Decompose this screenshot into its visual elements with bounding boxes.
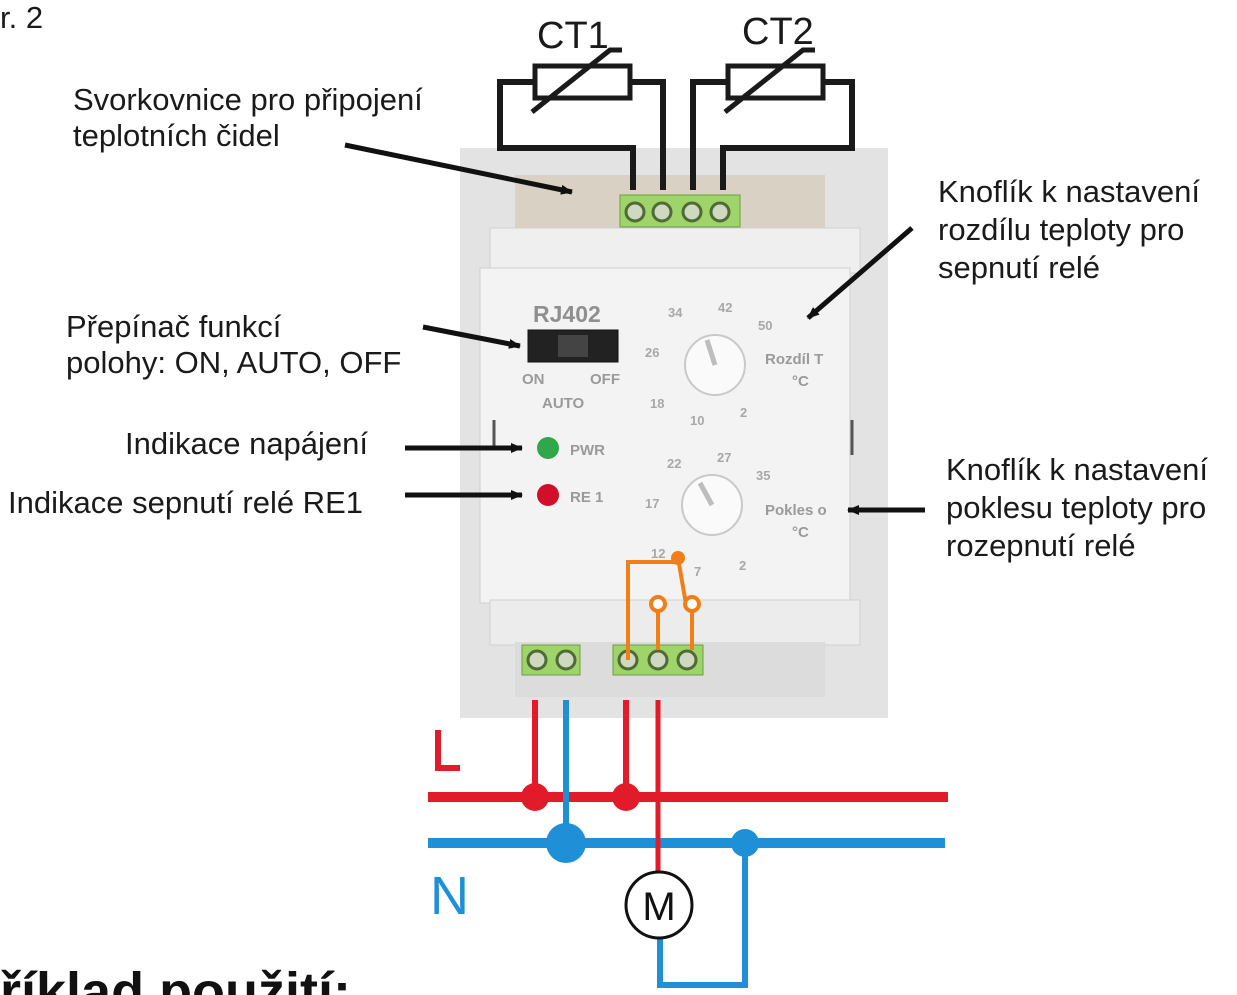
ct1-thermistor xyxy=(530,47,633,114)
callout-arrow xyxy=(422,324,521,349)
neutral-label: N xyxy=(430,866,469,926)
callout-text: polohy: ON, AUTO, OFF xyxy=(66,345,401,380)
figure-label: r. 2 xyxy=(0,0,43,35)
callout-text: Knoflík k nastavení xyxy=(946,452,1208,487)
relay-common-wire xyxy=(626,560,675,660)
pwr-led xyxy=(537,437,559,459)
terminal-screw xyxy=(526,649,548,671)
re1-led xyxy=(537,484,559,506)
drop-knob-tick: 12 xyxy=(651,546,665,561)
diff-knob-tick: 34 xyxy=(668,305,683,320)
ct1-label: CT1 xyxy=(537,15,609,57)
diff-knob[interactable] xyxy=(684,334,746,396)
diff-knob-tick: 26 xyxy=(645,345,659,360)
device-top-step xyxy=(489,227,861,274)
ct2-wire-a xyxy=(690,79,728,190)
callout-power-indicator: Indikace napájení xyxy=(125,426,523,461)
relay-no-contact xyxy=(683,595,701,613)
callout-drop-knob: Knoflík k nastavení poklesu teploty pro … xyxy=(847,452,1208,563)
diff-knob-label: Rozdíl T xyxy=(765,351,823,368)
ct1-slash xyxy=(530,47,622,114)
terminal-screw xyxy=(676,649,698,671)
switch-label-on: ON xyxy=(522,371,545,388)
line-label-glyph xyxy=(435,730,460,771)
callout-text: Knoflík k nastavení xyxy=(938,174,1200,209)
sensor-wiring xyxy=(497,79,855,190)
terminal-screw xyxy=(624,201,646,223)
drop-knob-tick: 27 xyxy=(717,450,731,465)
diff-knob-tick: 18 xyxy=(650,396,664,411)
callout-arrow xyxy=(806,226,914,320)
drop-knob-tick: 2 xyxy=(739,558,746,573)
diff-knob-unit: °C xyxy=(792,373,809,390)
drop-knob-tick: 22 xyxy=(667,456,681,471)
callout-text: sepnutí relé xyxy=(938,250,1100,285)
ct2-slash xyxy=(723,47,815,114)
mains-wiring: L N M xyxy=(428,700,948,988)
drop-knob-label: Pokles o xyxy=(765,502,827,519)
callout-text: Přepínač funkcí xyxy=(66,309,282,344)
diff-knob-tick: 10 xyxy=(690,413,704,428)
device-model: RJ402 xyxy=(533,301,601,327)
switch-label-off: OFF xyxy=(590,371,620,388)
callout-text: Svorkovnice pro připojení xyxy=(73,82,423,117)
callout-text: Indikace sepnutí relé RE1 xyxy=(8,485,363,520)
diff-knob-tick: 50 xyxy=(758,318,772,333)
terminal-screw xyxy=(681,201,703,223)
neutral-junction xyxy=(546,823,586,863)
callout-text: poklesu teploty pro xyxy=(946,490,1206,525)
ct2-thermistor xyxy=(723,47,826,114)
ct1-wire-a xyxy=(497,79,636,190)
callout-relay-indicator: Indikace sepnutí relé RE1 xyxy=(8,485,523,520)
callout-text: rozdílu teploty pro xyxy=(938,212,1184,247)
top-terminal-screws xyxy=(624,201,731,223)
neutral-junction xyxy=(731,829,759,857)
callout-arrow xyxy=(344,142,573,195)
pwr-led-label: PWR xyxy=(570,442,605,459)
relay-nc-contact xyxy=(649,595,667,613)
motor-neutral-wire xyxy=(657,843,748,988)
diff-knob-tick: 2 xyxy=(740,405,747,420)
drop-knob-tick: 7 xyxy=(694,564,701,579)
callout-text: Indikace napájení xyxy=(125,426,368,461)
terminal-screw xyxy=(651,201,673,223)
relay-contact-symbol xyxy=(626,551,701,660)
terminal-screw xyxy=(647,649,669,671)
diff-knob-pointer xyxy=(704,339,718,366)
re1-led-label: RE 1 xyxy=(570,489,603,506)
device-lower-step xyxy=(489,599,861,646)
drop-knob[interactable] xyxy=(681,474,743,536)
drop-knob-tick: 17 xyxy=(645,496,659,511)
motor-symbol xyxy=(624,870,694,940)
function-switch-slider[interactable] xyxy=(558,335,588,357)
device-front-panel xyxy=(479,267,851,604)
ct2-label: CT2 xyxy=(742,11,814,53)
switch-label-auto: AUTO xyxy=(542,395,585,412)
drop-knob-pointer xyxy=(697,481,715,507)
callout-text: teplotních čidel xyxy=(73,118,280,153)
motor-label: M xyxy=(642,885,675,929)
drop-knob-unit: °C xyxy=(792,524,809,541)
drop-knob-tick: 35 xyxy=(756,468,770,483)
ct1-wire-b xyxy=(630,79,666,190)
callout-diff-knob: Knoflík k nastavení rozdílu teploty pro … xyxy=(806,174,1200,320)
line-junction xyxy=(521,783,549,811)
relay-device: RJ402 ON OFF AUTO PWR RE 1 34 42 50 26 1… xyxy=(460,148,888,718)
callout-function-switch: Přepínač funkcí polohy: ON, AUTO, OFF xyxy=(66,309,521,380)
usage-example-heading: říklad použití: xyxy=(0,962,351,995)
relay-contact-blade xyxy=(676,557,688,605)
terminal-screw xyxy=(709,201,731,223)
terminal-screw xyxy=(555,649,577,671)
ct2-wire-b xyxy=(720,79,855,190)
diff-knob-tick: 42 xyxy=(718,300,732,315)
callout-terminal-block: Svorkovnice pro připojení teplotních čid… xyxy=(73,82,573,195)
callout-text: rozepnutí relé xyxy=(946,528,1136,563)
line-junction xyxy=(612,783,640,811)
